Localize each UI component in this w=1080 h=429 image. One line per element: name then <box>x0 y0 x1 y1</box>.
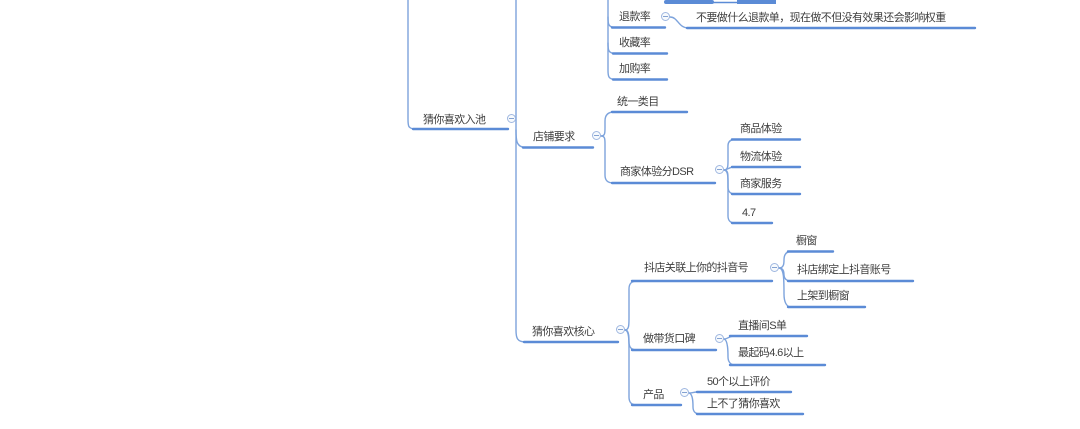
node-unified-category[interactable]: 统一类目 <box>617 96 659 108</box>
minus-bar <box>594 135 599 136</box>
minus-bar <box>509 118 514 119</box>
minus-bar <box>682 392 687 393</box>
collapse-minus-icon-dsr[interactable] <box>715 165 724 174</box>
minus-bar <box>663 16 668 17</box>
node-dsr[interactable]: 商家体验分DSR <box>620 166 694 178</box>
node-cannot-enter[interactable]: 上不了猜你喜欢 <box>707 398 780 410</box>
node-reviews-50plus[interactable]: 50个以上评价 <box>707 376 771 388</box>
collapse-minus-icon-refund-rate[interactable] <box>661 12 670 21</box>
node-product-experience[interactable]: 商品体验 <box>740 123 782 135</box>
node-douyin-account[interactable]: 抖店关联上你的抖音号 <box>644 262 749 274</box>
node-logistics-experience[interactable]: 物流体验 <box>740 151 782 163</box>
node-pool[interactable]: 猜你喜欢入池 <box>423 114 486 126</box>
node-underlines <box>411 26 977 416</box>
collapse-minus-icon-shop-requirements[interactable] <box>592 131 601 140</box>
node-sales-reputation[interactable]: 做带货口碑 <box>643 333 696 345</box>
node-add-cart-rate[interactable]: 加购率 <box>619 63 651 75</box>
node-shop-requirements[interactable]: 店铺要求 <box>533 131 575 143</box>
minus-bar <box>717 338 722 339</box>
clipped-node-top <box>664 0 776 4</box>
node-dsr-score[interactable]: 4.7 <box>742 207 756 219</box>
collapse-minus-icon-pool[interactable] <box>507 114 516 123</box>
node-refund-rate[interactable]: 退款率 <box>619 11 651 23</box>
minus-bar <box>717 169 722 170</box>
collapse-minus-icon-douyin-account[interactable] <box>770 263 779 272</box>
collapse-minus-icon-core[interactable] <box>616 325 625 334</box>
minus-bar <box>618 329 623 330</box>
node-minimum-score[interactable]: 最起码4.6以上 <box>738 347 804 359</box>
node-merchant-service[interactable]: 商家服务 <box>740 178 782 190</box>
node-product[interactable]: 产品 <box>643 389 664 401</box>
node-list-to-showcase[interactable]: 上架到橱窗 <box>797 290 850 302</box>
minus-bar <box>772 267 777 268</box>
branch-lines <box>407 0 792 415</box>
node-refund-note[interactable]: 不要做什么退款单，现在做不但没有效果还会影响权重 <box>696 12 946 24</box>
node-showcase[interactable]: 橱窗 <box>796 235 817 247</box>
collapse-minus-icon-product[interactable] <box>680 388 689 397</box>
collapse-minus-icon-sales-reputation[interactable] <box>715 334 724 343</box>
node-core[interactable]: 猜你喜欢核心 <box>532 326 595 338</box>
node-bind-account[interactable]: 抖店绑定上抖音账号 <box>797 264 891 276</box>
node-live-room-s-order[interactable]: 直播间S单 <box>738 320 787 332</box>
node-favorite-rate[interactable]: 收藏率 <box>619 37 651 49</box>
